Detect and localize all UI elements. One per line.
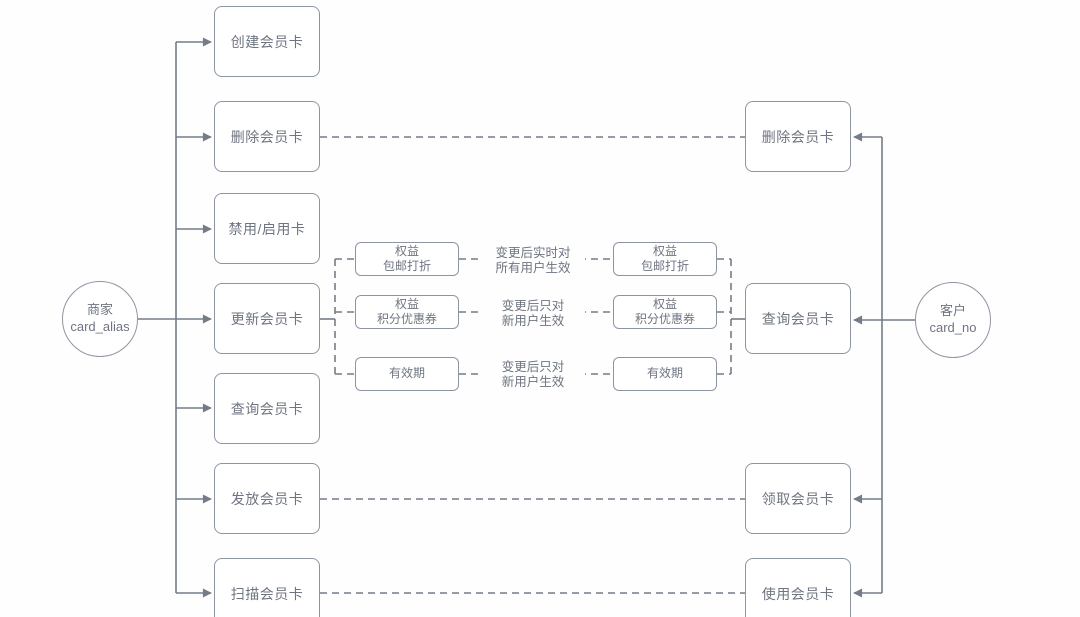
customer-op-delete-card: 删除会员卡 bbox=[745, 101, 851, 172]
card-attr-benefit-coupon-left: 权益 积分优惠券 bbox=[355, 295, 459, 329]
merchant-op-create-card: 创建会员卡 bbox=[214, 6, 320, 77]
merchant-op-issue-card: 发放会员卡 bbox=[214, 463, 320, 534]
merchant-connector-group bbox=[138, 37, 212, 598]
edge-effect-label-realtime-all-users: 变更后实时对 所有用户生效 bbox=[481, 245, 585, 277]
customer-actor-circle: 客户 card_no bbox=[915, 282, 991, 358]
merchant-op-delete-card: 删除会员卡 bbox=[214, 101, 320, 172]
merchant-op-update-card: 更新会员卡 bbox=[214, 283, 320, 354]
card-attr-benefit-coupon-right: 权益 积分优惠券 bbox=[613, 295, 717, 329]
customer-op-receive-card: 领取会员卡 bbox=[745, 463, 851, 534]
customer-op-use-card: 使用会员卡 bbox=[745, 558, 851, 617]
merchant-op-disable-enable-card: 禁用/启用卡 bbox=[214, 193, 320, 264]
customer-op-query-card: 查询会员卡 bbox=[745, 283, 851, 354]
card-attr-benefit-shipping-left: 权益 包邮打折 bbox=[355, 242, 459, 276]
merchant-op-query-card: 查询会员卡 bbox=[214, 373, 320, 444]
customer-connector-group bbox=[853, 132, 915, 598]
card-attr-benefit-shipping-right: 权益 包邮打折 bbox=[613, 242, 717, 276]
merchant-actor-circle: 商家 card_alias bbox=[62, 281, 138, 357]
card-attr-validity-left: 有效期 bbox=[355, 357, 459, 391]
edge-effect-label-new-users-only-2: 变更后只对 新用户生效 bbox=[481, 359, 585, 391]
card-attr-validity-right: 有效期 bbox=[613, 357, 717, 391]
edge-effect-label-new-users-only-1: 变更后只对 新用户生效 bbox=[481, 298, 585, 330]
merchant-op-scan-card: 扫描会员卡 bbox=[214, 558, 320, 617]
